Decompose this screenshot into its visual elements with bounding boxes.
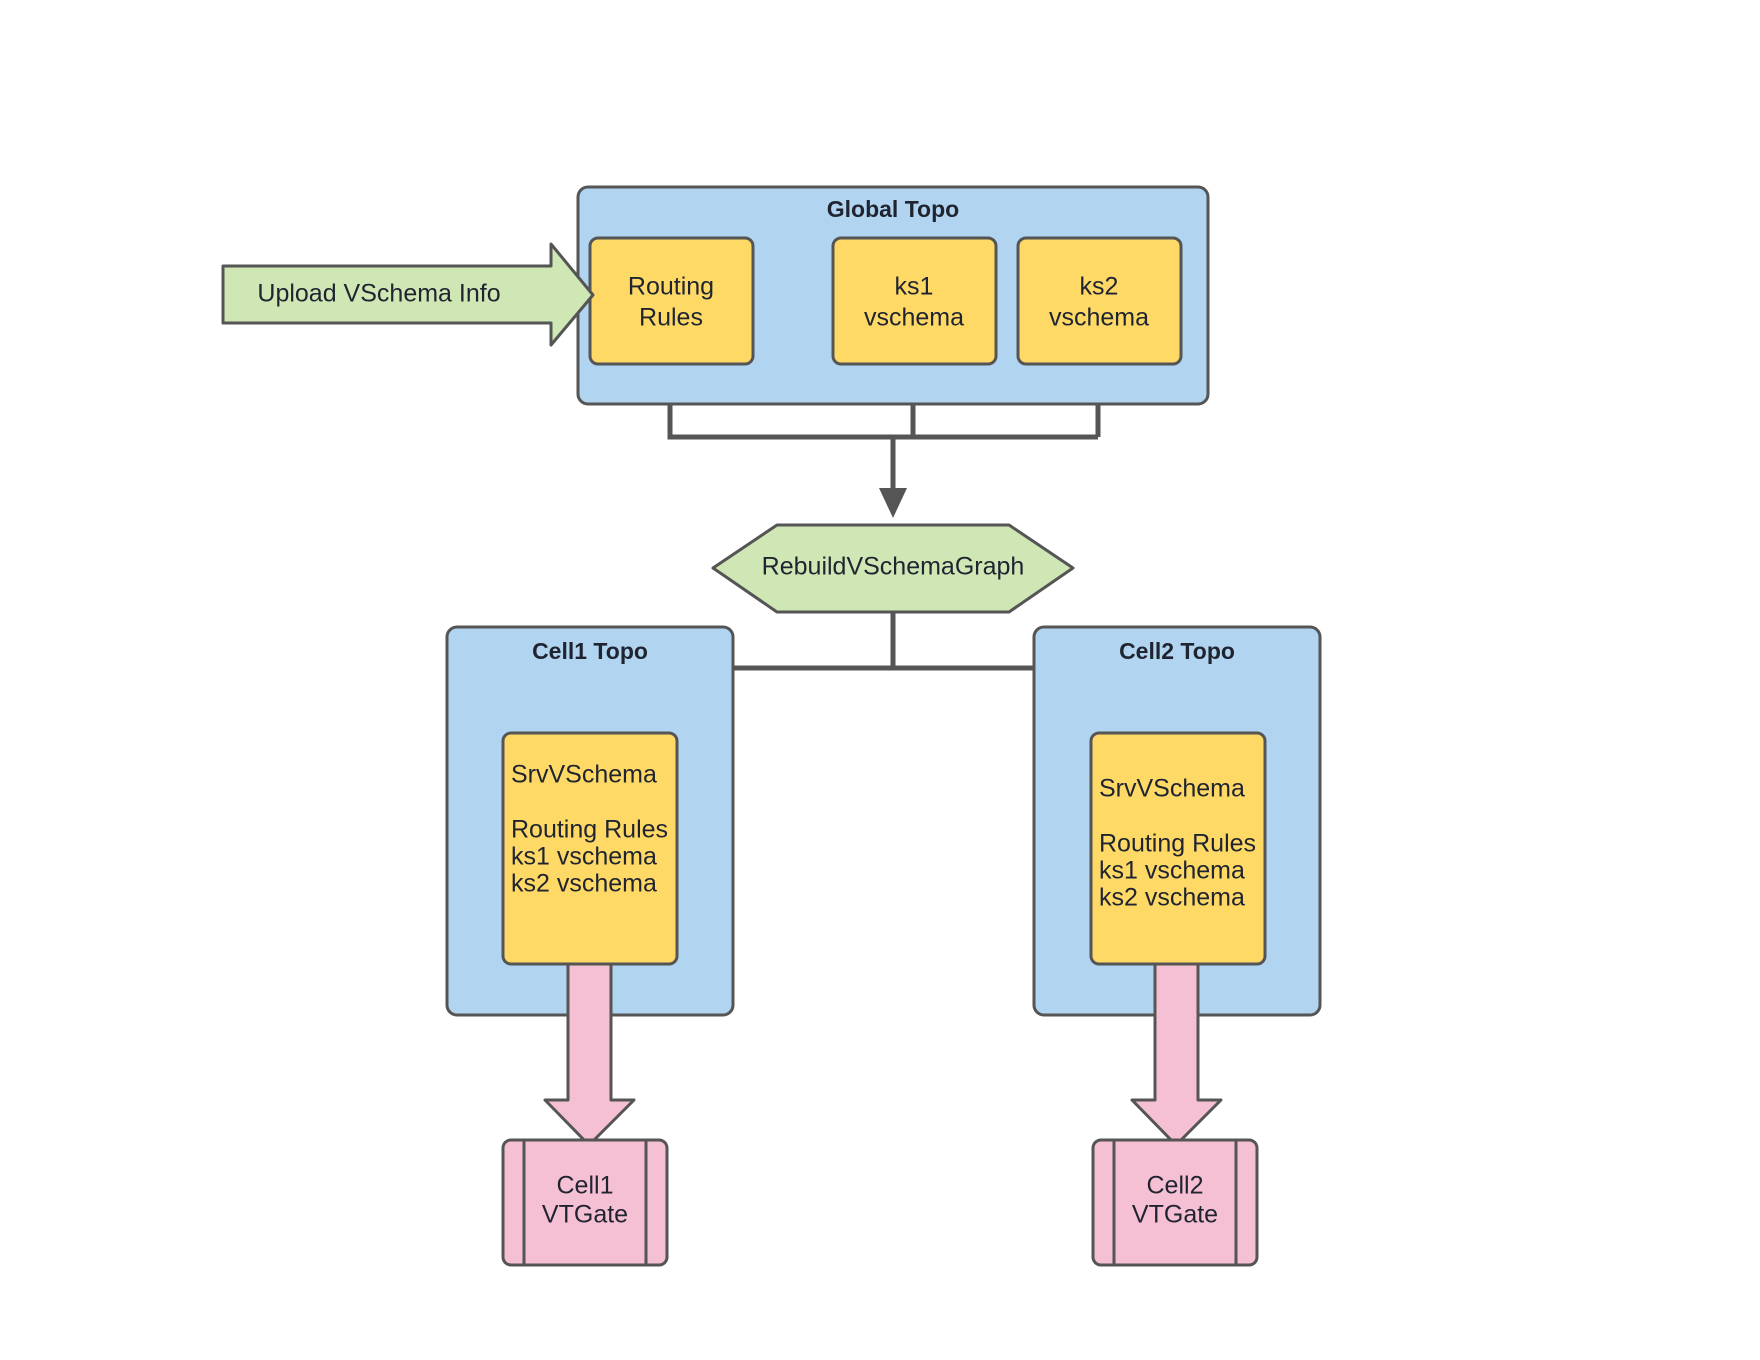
cell2-vtgate-line1: Cell2 bbox=[1147, 1172, 1204, 1200]
cell1-srvvschema-box[interactable]: SrvVSchema Routing Rules ks1 vschema ks2… bbox=[501, 731, 679, 966]
cell2-srvvschema-line-2: ks1 vschema bbox=[1099, 857, 1245, 885]
cell1-srvvschema-line-3: ks2 vschema bbox=[511, 870, 657, 898]
global-box-routing-rules-line1: Routing bbox=[628, 273, 714, 301]
cell1-vtgate-block-arrow bbox=[543, 962, 636, 1147]
cell1-srvvschema-line-2: ks1 vschema bbox=[511, 843, 657, 871]
global-box-ks1-line2: vschema bbox=[864, 304, 964, 332]
upload-vschema-arrow-label: Upload VSchema Info bbox=[257, 280, 500, 308]
cell1-topo-title: Cell1 Topo bbox=[532, 638, 648, 664]
global-box-ks2-vschema[interactable]: ks2 vschema bbox=[1016, 236, 1183, 366]
global-box-ks2-line2: vschema bbox=[1049, 304, 1149, 332]
cell2-srvvschema-line-1: Routing Rules bbox=[1099, 830, 1256, 858]
cell1-vtgate-line2: VTGate bbox=[542, 1201, 628, 1229]
cell2-vtgate-node[interactable]: Cell2 VTGate bbox=[1091, 1138, 1259, 1267]
cell1-vtgate-line1: Cell1 bbox=[557, 1172, 614, 1200]
global-box-ks2-line1: ks2 bbox=[1080, 273, 1119, 301]
cell2-srvvschema-line-3: ks2 vschema bbox=[1099, 884, 1245, 912]
cell2-vtgate-line2: VTGate bbox=[1132, 1201, 1218, 1229]
cell1-srvvschema-line-1: Routing Rules bbox=[511, 816, 668, 844]
global-topo-title: Global Topo bbox=[827, 196, 959, 222]
rebuild-vschema-graph-hexagon[interactable]: RebuildVSchemaGraph bbox=[711, 523, 1075, 614]
cell1-srvvschema-heading: SrvVSchema bbox=[511, 761, 657, 789]
cell2-vtgate-block-arrow bbox=[1130, 962, 1223, 1147]
cell2-srvvschema-box[interactable]: SrvVSchema Routing Rules ks1 vschema ks2… bbox=[1089, 731, 1267, 966]
global-box-ks1-vschema[interactable]: ks1 vschema bbox=[831, 236, 998, 366]
cell2-srvvschema-heading: SrvVSchema bbox=[1099, 775, 1245, 803]
global-box-routing-rules-line2: Rules bbox=[639, 304, 703, 332]
cell1-vtgate-node[interactable]: Cell1 VTGate bbox=[501, 1138, 669, 1267]
upload-vschema-arrow[interactable]: Upload VSchema Info bbox=[221, 242, 595, 347]
global-box-routing-rules[interactable]: Routing Rules bbox=[588, 236, 755, 366]
global-box-ks1-line1: ks1 bbox=[895, 273, 934, 301]
rebuild-vschema-graph-label: RebuildVSchemaGraph bbox=[762, 553, 1025, 581]
cell2-topo-title: Cell2 Topo bbox=[1119, 638, 1235, 664]
arrowhead-to-rebuild bbox=[879, 488, 907, 518]
